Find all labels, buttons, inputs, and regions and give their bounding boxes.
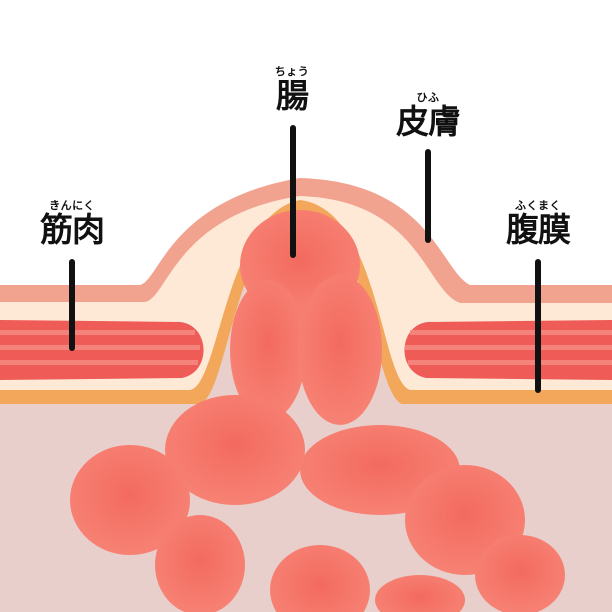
ruby-skin: ひふ — [416, 91, 440, 104]
label-peritoneum: ふくまく 腹膜 — [493, 200, 583, 248]
label-muscle: きんにく 筋肉 — [27, 200, 117, 248]
text-skin: 皮膚 — [396, 102, 461, 141]
text-intestine: 腸 — [276, 76, 309, 115]
muscle-right — [404, 320, 612, 380]
leader-lines — [69, 125, 541, 393]
ruby-muscle: きんにく — [49, 199, 95, 212]
intestine — [70, 210, 565, 612]
muscle-left — [0, 320, 204, 380]
label-skin: ひふ 皮膚 — [383, 92, 473, 140]
ruby-peritoneum: ふくまく — [515, 199, 561, 212]
ruby-intestine: ちょう — [274, 65, 310, 78]
text-muscle: 筋肉 — [40, 210, 105, 249]
label-intestine: ちょう 腸 — [262, 66, 322, 114]
text-peritoneum: 腹膜 — [506, 210, 571, 249]
